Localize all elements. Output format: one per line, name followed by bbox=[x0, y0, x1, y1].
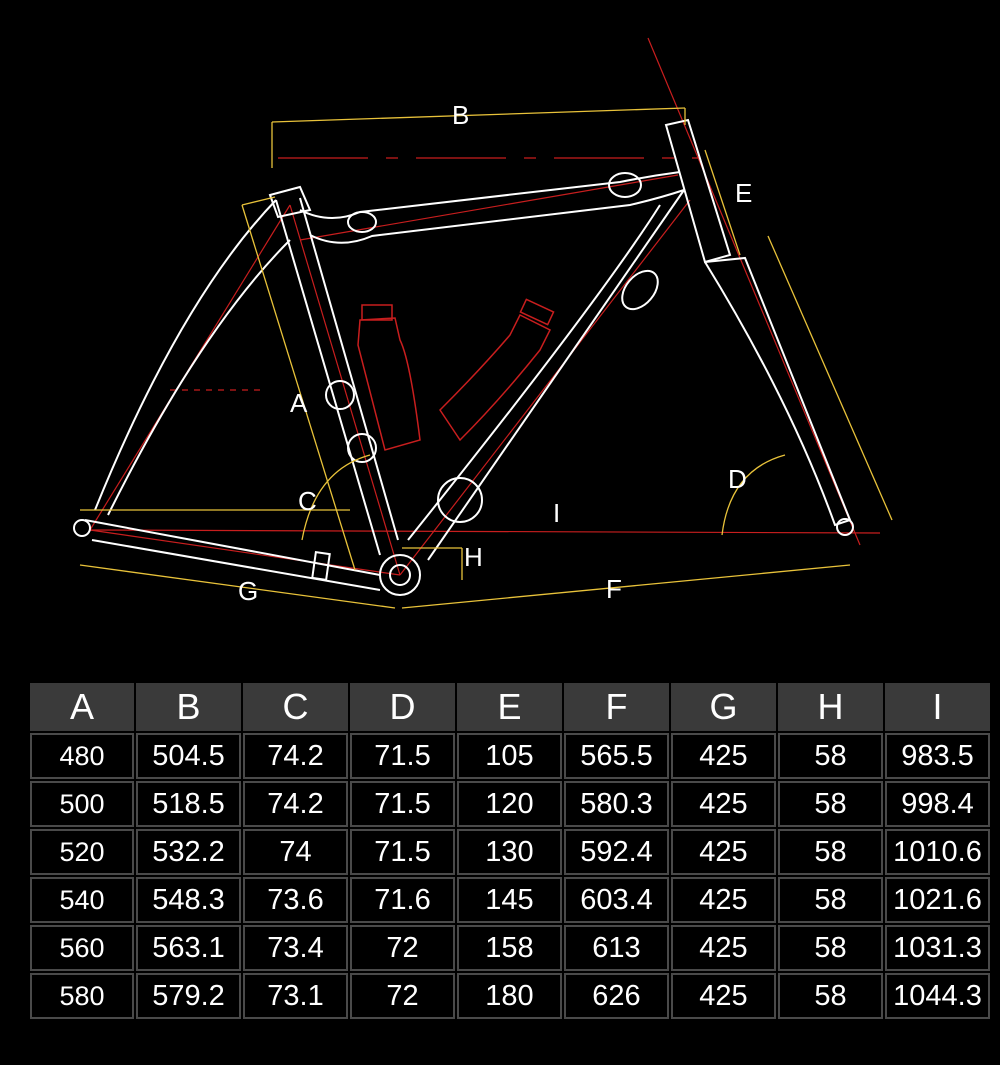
table-cell: 580.3 bbox=[564, 779, 671, 827]
table-cell: 425 bbox=[671, 827, 778, 875]
table-cell: 58 bbox=[778, 731, 885, 779]
table-cell: 425 bbox=[671, 875, 778, 923]
table-cell: 1021.6 bbox=[885, 875, 992, 923]
table-cell: 592.4 bbox=[564, 827, 671, 875]
table-cell: 565.5 bbox=[564, 731, 671, 779]
table-cell: 1044.3 bbox=[885, 971, 992, 1019]
table-cell: 71.6 bbox=[350, 875, 457, 923]
table-cell: 145 bbox=[457, 875, 564, 923]
bike-frame bbox=[73, 118, 854, 596]
table-cell: 130 bbox=[457, 827, 564, 875]
table-cell: 520 bbox=[30, 827, 136, 875]
header-h: H bbox=[778, 683, 885, 731]
header-e: E bbox=[457, 683, 564, 731]
table-cell: 563.1 bbox=[136, 923, 243, 971]
table-cell: 425 bbox=[671, 731, 778, 779]
table-cell: 72 bbox=[350, 923, 457, 971]
table-cell: 500 bbox=[30, 779, 136, 827]
table-cell: 72 bbox=[350, 971, 457, 1019]
table-cell: 580 bbox=[30, 971, 136, 1019]
table-cell: 983.5 bbox=[885, 731, 992, 779]
table-cell: 504.5 bbox=[136, 731, 243, 779]
table-header-row: A B C D E F G H I bbox=[30, 683, 992, 731]
label-c: C bbox=[298, 486, 317, 516]
table-cell: 548.3 bbox=[136, 875, 243, 923]
table-cell: 120 bbox=[457, 779, 564, 827]
label-f: F bbox=[606, 574, 622, 604]
table-cell: 998.4 bbox=[885, 779, 992, 827]
table-cell: 58 bbox=[778, 875, 885, 923]
table-cell: 425 bbox=[671, 971, 778, 1019]
table-cell: 480 bbox=[30, 731, 136, 779]
table-cell: 532.2 bbox=[136, 827, 243, 875]
label-e: E bbox=[735, 178, 752, 208]
table-cell: 58 bbox=[778, 779, 885, 827]
table-cell: 1010.6 bbox=[885, 827, 992, 875]
table-cell: 71.5 bbox=[350, 779, 457, 827]
table-cell: 105 bbox=[457, 731, 564, 779]
table-cell: 180 bbox=[457, 971, 564, 1019]
table-cell: 74.2 bbox=[243, 779, 350, 827]
table-cell: 73.1 bbox=[243, 971, 350, 1019]
table-cell: 626 bbox=[564, 971, 671, 1019]
table-cell: 71.5 bbox=[350, 731, 457, 779]
header-f: F bbox=[564, 683, 671, 731]
table-cell: 58 bbox=[778, 827, 885, 875]
table-cell: 560 bbox=[30, 923, 136, 971]
label-a: A bbox=[290, 388, 308, 418]
table-cell: 579.2 bbox=[136, 971, 243, 1019]
dimension-lines bbox=[79, 107, 893, 609]
label-d: D bbox=[728, 464, 747, 494]
table-cell: 74.2 bbox=[243, 731, 350, 779]
frame-geometry-diagram: A B C D E F G H I bbox=[73, 37, 893, 609]
table-cell: 74 bbox=[243, 827, 350, 875]
header-c: C bbox=[243, 683, 350, 731]
table-cell: 425 bbox=[671, 779, 778, 827]
table-cell: 58 bbox=[778, 923, 885, 971]
table-cell: 71.5 bbox=[350, 827, 457, 875]
table-cell: 540 bbox=[30, 875, 136, 923]
table-cell: 1031.3 bbox=[885, 923, 992, 971]
bottle-icons bbox=[357, 298, 555, 451]
header-g: G bbox=[671, 683, 778, 731]
table-cell: 613 bbox=[564, 923, 671, 971]
table-cell: 425 bbox=[671, 923, 778, 971]
header-a: A bbox=[30, 683, 136, 731]
table-cell: 73.4 bbox=[243, 923, 350, 971]
table-cell: 518.5 bbox=[136, 779, 243, 827]
table-cell: 73.6 bbox=[243, 875, 350, 923]
label-g: G bbox=[238, 576, 258, 606]
table-cell: 58 bbox=[778, 971, 885, 1019]
header-b: B bbox=[136, 683, 243, 731]
header-d: D bbox=[350, 683, 457, 731]
header-i: I bbox=[885, 683, 992, 731]
table-cell: 603.4 bbox=[564, 875, 671, 923]
label-h: H bbox=[464, 542, 483, 572]
table-cell: 158 bbox=[457, 923, 564, 971]
label-b: B bbox=[452, 100, 469, 130]
label-i: I bbox=[553, 498, 560, 528]
centerlines bbox=[89, 37, 881, 576]
